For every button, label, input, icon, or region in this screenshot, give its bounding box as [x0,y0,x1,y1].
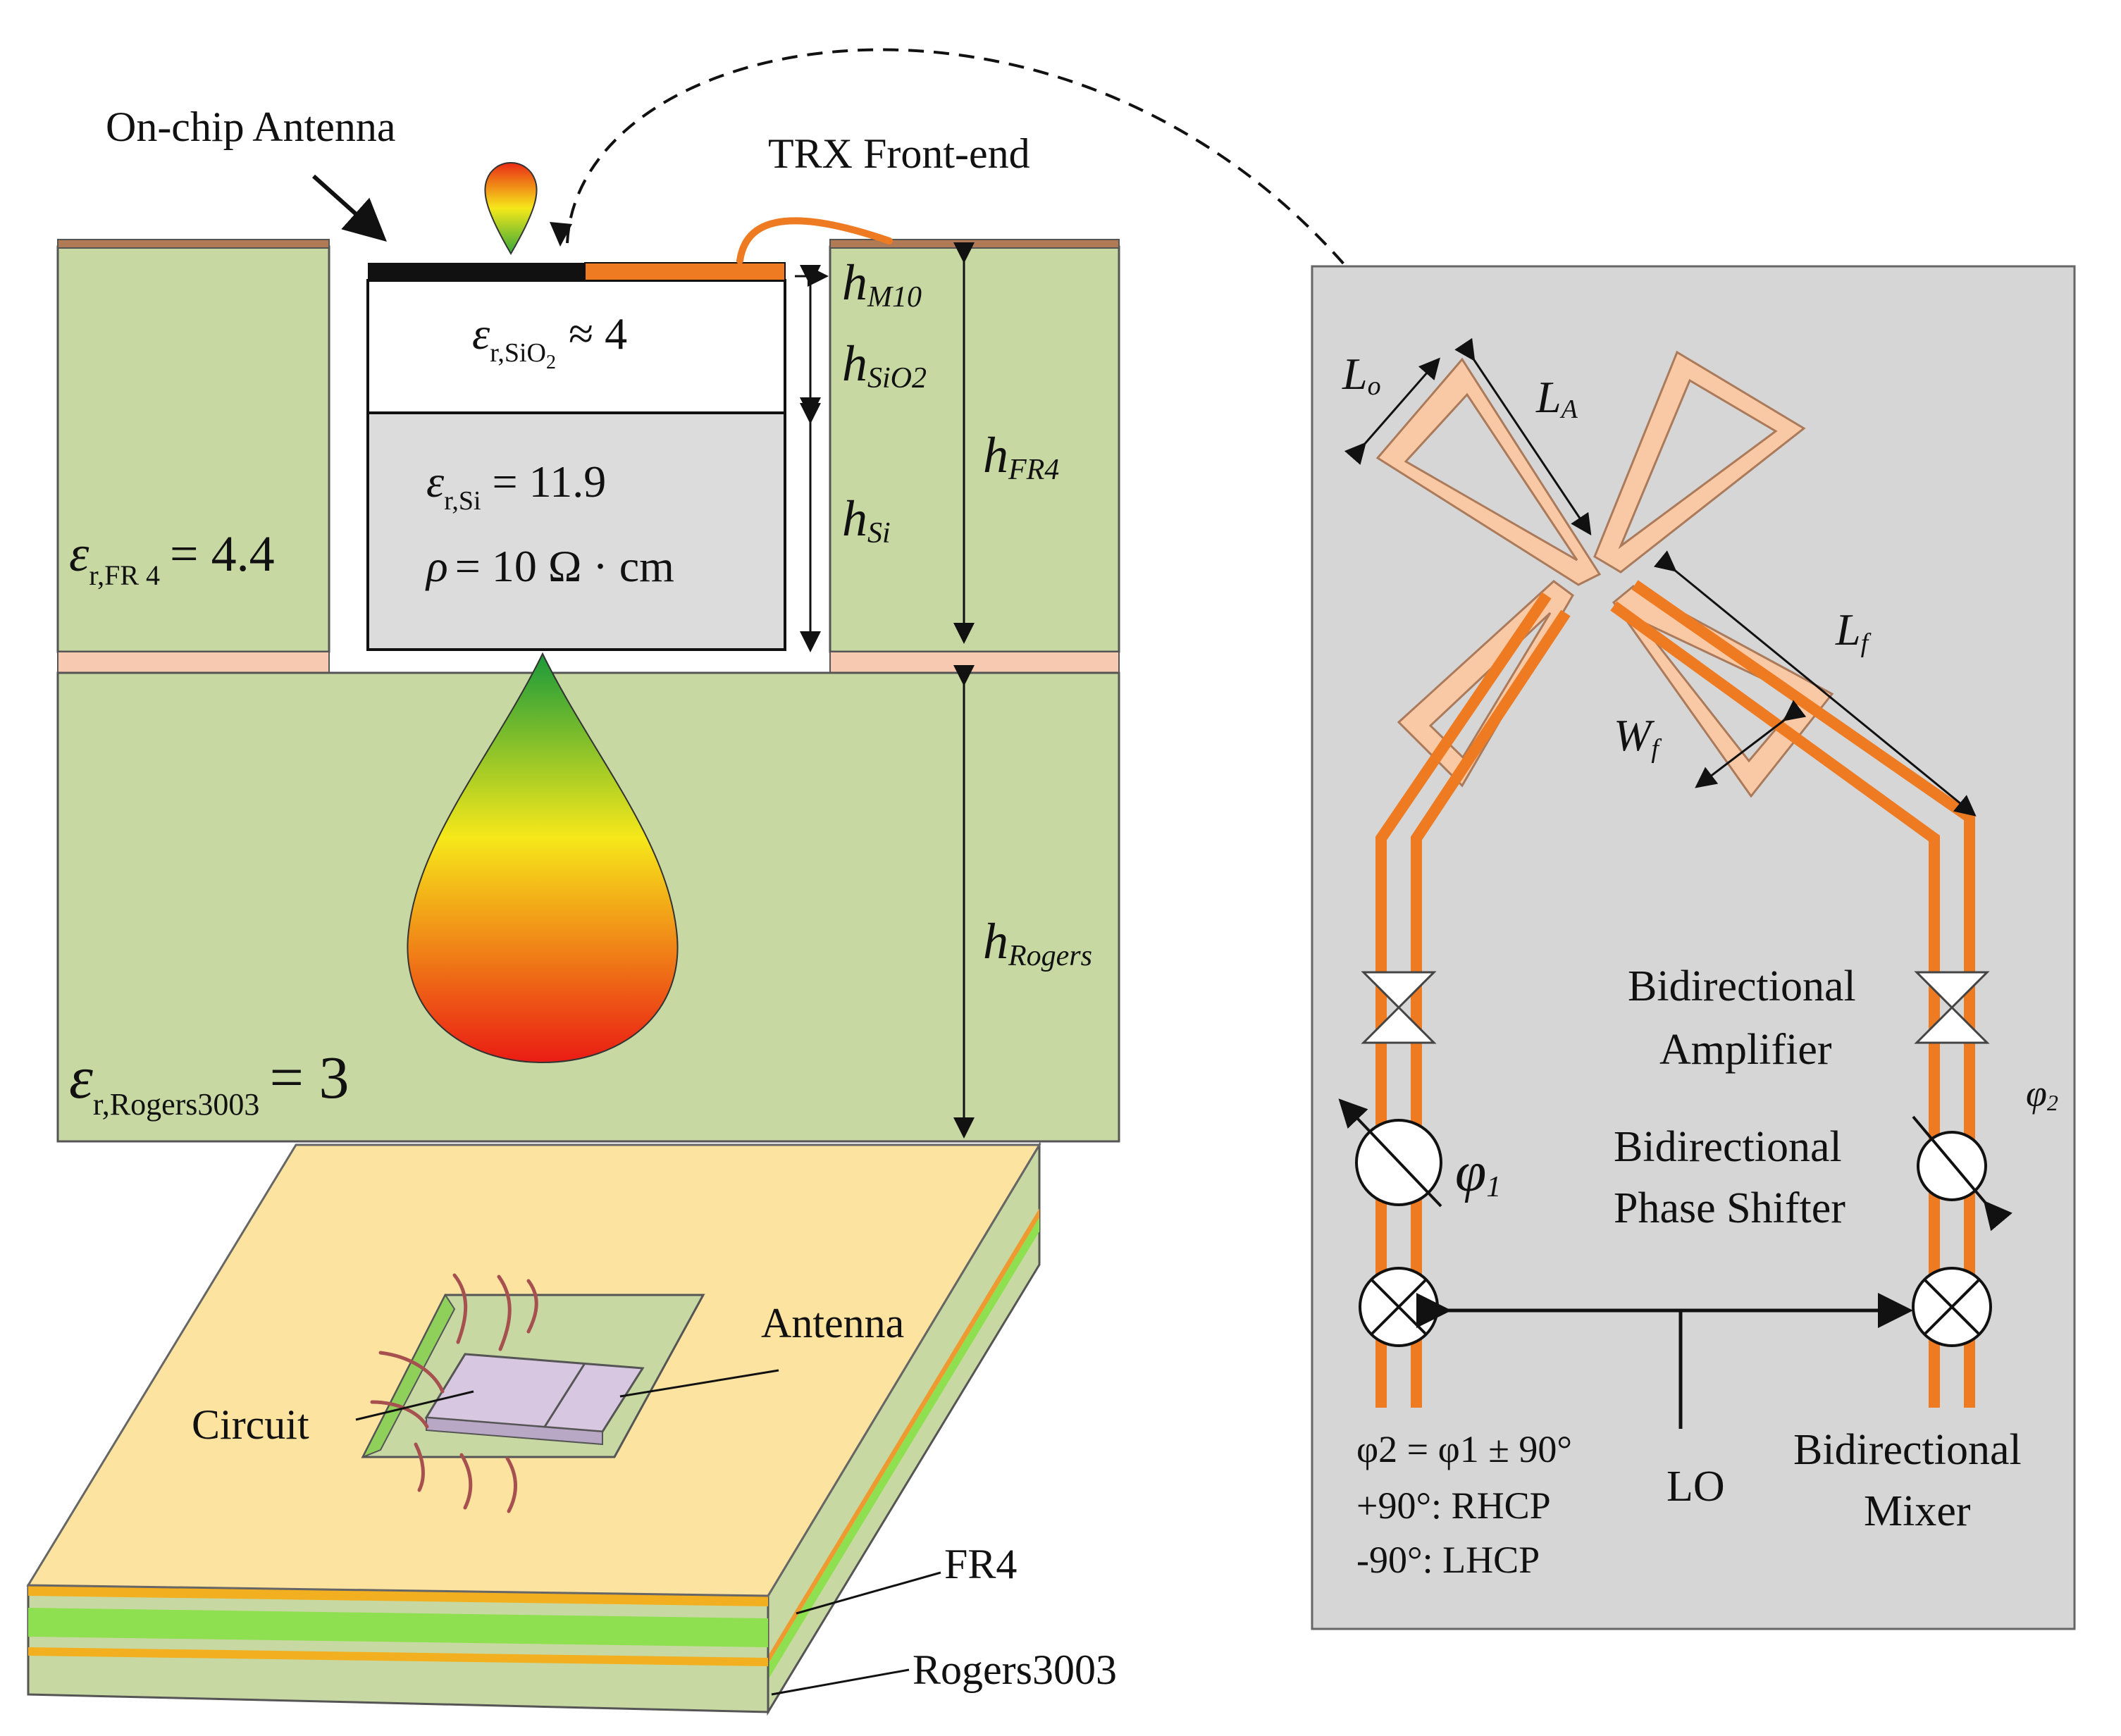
loop-upper-right [1593,350,1806,574]
fr4-label: FR4 [944,1541,1017,1587]
zoom-panel-bg [1311,265,2076,1630]
lo-dim-sub: o [1368,371,1381,401]
bidir-mix-2: Mixer [1864,1487,1971,1535]
fr4-right-block [829,245,1120,653]
rho-label: ρ= 10 Ω · cm [425,541,674,591]
rho-val: = 10 Ω · cm [455,541,674,591]
h-sio2-sub: SiO2 [867,362,927,395]
bidir-amp-2: Amplifier [1659,1026,1832,1074]
eps-sio2-val: ≈ 4 [569,309,627,359]
eps-fr4-val: = 4.4 [170,526,275,582]
front-end-metal [584,262,786,281]
lo-label: LO [1667,1463,1725,1511]
eps-rogers-sub: r,Rogers3003 [93,1087,260,1122]
circuit-pointer [355,1390,474,1421]
small-field-drop [484,162,538,255]
circuit-label: Circuit [192,1401,309,1448]
antenna-pointer [619,1369,779,1398]
board-side-right-green [768,1217,1039,1680]
big-field-drop [407,652,679,1064]
bidir-ps-2: Phase Shifter [1614,1184,1845,1232]
antenna-label: Antenna [761,1300,904,1346]
phase-equation: φ2 = φ1 ± 90° [1356,1428,1572,1470]
mixer-right [1912,1267,1992,1347]
eps-si-sub: r,Si [444,486,481,516]
phase-shifter-right [1912,1115,2012,1232]
board-3d: Antenna Circuit FR4 Rogers3003 [26,1141,1117,1716]
lo-dim-label: Lo [1342,349,1381,401]
on-chip-antenna-label: On-chip Antenna [106,104,396,150]
rogers3003-label: Rogers3003 [913,1647,1117,1693]
h-rogers-sub: Rogers [1008,940,1092,972]
eps-si-val: = 11.9 [493,457,607,507]
bidir-mix-1: Bidirectional [1793,1426,2022,1474]
bidir-ps-1: Bidirectional [1614,1123,1842,1171]
feed-left-outer [1375,592,1552,1408]
dim-wf [1695,700,1807,788]
zoom-panel: Lo LA Lf Wf [1311,265,2076,1630]
feed-left-inner [1411,609,1571,1408]
zoom-connector-curve [566,48,1347,268]
fr4-left-top-metal [57,239,330,249]
fr4-right-top-metal [829,239,1120,249]
eps-rogers-label: εr,Rogers3003= 3 [69,1043,349,1122]
lhcp-label: -90°: LHCP [1356,1539,1540,1581]
eps-si-label: εr,Si= 11.9 [426,457,606,516]
board-front-orange-1 [28,1585,768,1606]
trx-front-end-label: TRX Front-end [768,130,1030,177]
bond-layer-left [57,651,330,674]
h-si-sub: Si [867,517,891,550]
phi1-sub: 1 [1486,1171,1501,1203]
fr4-left-block [56,245,330,653]
on-chip-antenna-arrow [311,174,387,242]
zoom-connector-arrowhead [550,222,572,247]
radiation-arcs [370,1273,538,1513]
eps-sio2-sub: r,SiO [490,338,546,368]
dim-la [1454,337,1592,535]
fr4-pointer [796,1571,941,1615]
eps-sio2-sub2: 2 [546,352,556,373]
board-front-green [28,1608,768,1647]
rogers-pointer [771,1668,910,1696]
board-front-orange-2 [28,1647,768,1666]
bond-layer-right [829,651,1120,674]
la-dim-sub: A [1559,395,1578,424]
mixer-left [1359,1267,1439,1347]
eps-fr4-label: εr,FR 4= 4.4 [69,526,275,591]
h-fr4-sub: FR4 [1008,454,1059,486]
eps-rogers-val: = 3 [269,1043,349,1111]
cross-section: On-chip Antenna TRX Front-end hM10 hSiO2… [56,104,1120,1143]
h-m10-sub: M10 [867,281,922,314]
eps-fr4-sub: r,FR 4 [89,559,160,591]
bidir-amp-1: Bidirectional [1628,962,1856,1010]
eps-sio2-label: εr,SiO2≈ 4 [472,309,627,373]
sio2-layer [366,279,786,414]
amplifier-right [1914,971,1990,1044]
dim-lo [1344,357,1440,465]
rhcp-label: +90°: RHCP [1356,1484,1551,1527]
phase-shifter-left [1338,1098,1442,1208]
si-layer [366,411,786,651]
phi2-sub: 2 [2047,1090,2058,1115]
board-side-right-orange [768,1208,1039,1664]
antenna-metal [368,263,585,280]
chip-antenna-divider [543,1363,586,1427]
bond-wire [736,217,893,264]
amplifier-left [1361,971,1437,1044]
dim-lf [1653,550,1977,817]
